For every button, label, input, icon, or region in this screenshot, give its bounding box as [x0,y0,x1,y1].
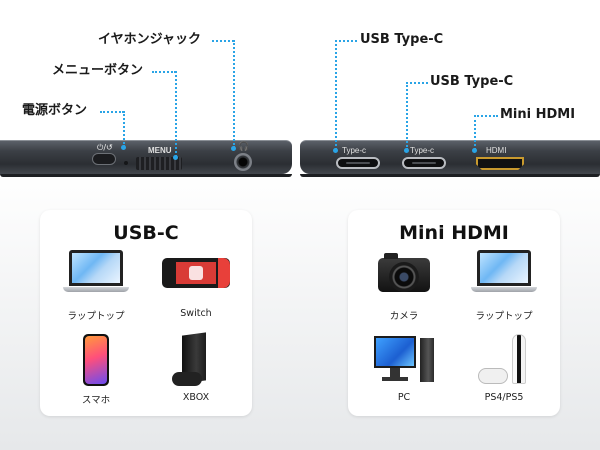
callout-line [233,40,235,148]
monitor-right-edge: Type-c Type-c HDMI [300,140,600,177]
port-label-hdmi: HDMI [486,146,507,155]
item-label: スマホ [81,395,111,406]
headphone-icon: 🎧 [238,142,250,152]
list-item: XBOX [146,332,246,403]
callout-usb-typec-1: USB Type-C [360,32,444,47]
item-label: Switch [180,308,212,319]
callout-dot [333,148,338,153]
callout-line [335,40,337,150]
callout-line [474,115,476,150]
callout-dot [173,155,178,160]
smartphone-icon [46,334,146,386]
item-label: ラップトップ [67,311,125,322]
callout-line [335,40,357,42]
hdmi-compat-card: Mini HDMI カメラ ラップトップ PC PS4/PS5 [348,210,560,416]
earphone-jack [234,153,252,171]
port-label-typec-1: Type-c [342,146,367,155]
item-label: PS4/PS5 [484,392,524,403]
list-item: Switch [146,250,246,319]
callout-power-button: 電源ボタン [22,103,88,118]
list-item: ラップトップ [46,250,146,322]
list-item: カメラ [354,250,454,322]
laptop-icon [46,250,146,302]
callout-line [175,71,177,157]
usb-typec-port-2 [402,157,446,169]
camera-icon [354,250,454,302]
desktop-pc-icon [354,334,454,386]
nintendo-switch-icon [146,250,246,302]
callout-mini-hdmi: Mini HDMI [500,107,576,122]
callout-line [212,40,234,42]
card-title: USB-C [113,222,179,244]
callout-dot [404,148,409,153]
callout-line [123,111,125,147]
callout-dot [231,146,236,151]
usb-typec-port-1 [336,157,380,169]
laptop-icon [454,250,554,302]
item-label: PC [397,392,411,403]
callout-dot [121,145,126,150]
xbox-console-icon [146,332,246,386]
monitor-left-edge: ⏻/↺ MENU 🎧 [0,140,292,177]
callout-line [406,82,428,84]
mini-hdmi-port [476,157,524,170]
callout-line [474,115,498,117]
port-label-typec-2: Type-c [410,146,435,155]
callout-menu-button: メニューボタン [52,63,144,78]
power-button[interactable] [92,153,116,165]
item-label: カメラ [389,311,419,322]
callout-dot [472,148,477,153]
item-label: XBOX [182,392,210,403]
list-item: ラップトップ [454,250,554,322]
item-label: ラップトップ [475,311,533,322]
indicator-led [124,161,128,165]
callout-earphone-jack: イヤホンジャック [98,32,201,47]
callout-line [406,82,408,150]
menu-button[interactable] [136,157,182,170]
list-item: PC [354,334,454,403]
playstation-console-icon [454,334,554,386]
callout-line [100,111,124,113]
menu-label: MENU [148,146,172,155]
callout-usb-typec-2: USB Type-C [430,74,514,89]
list-item: スマホ [46,334,146,406]
power-icon: ⏻/↺ [97,143,113,152]
callout-line [152,71,176,73]
usbc-compat-card: USB-C ラップトップ Switch スマホ XBOX [40,210,252,416]
card-title: Mini HDMI [399,222,509,244]
list-item: PS4/PS5 [454,334,554,403]
